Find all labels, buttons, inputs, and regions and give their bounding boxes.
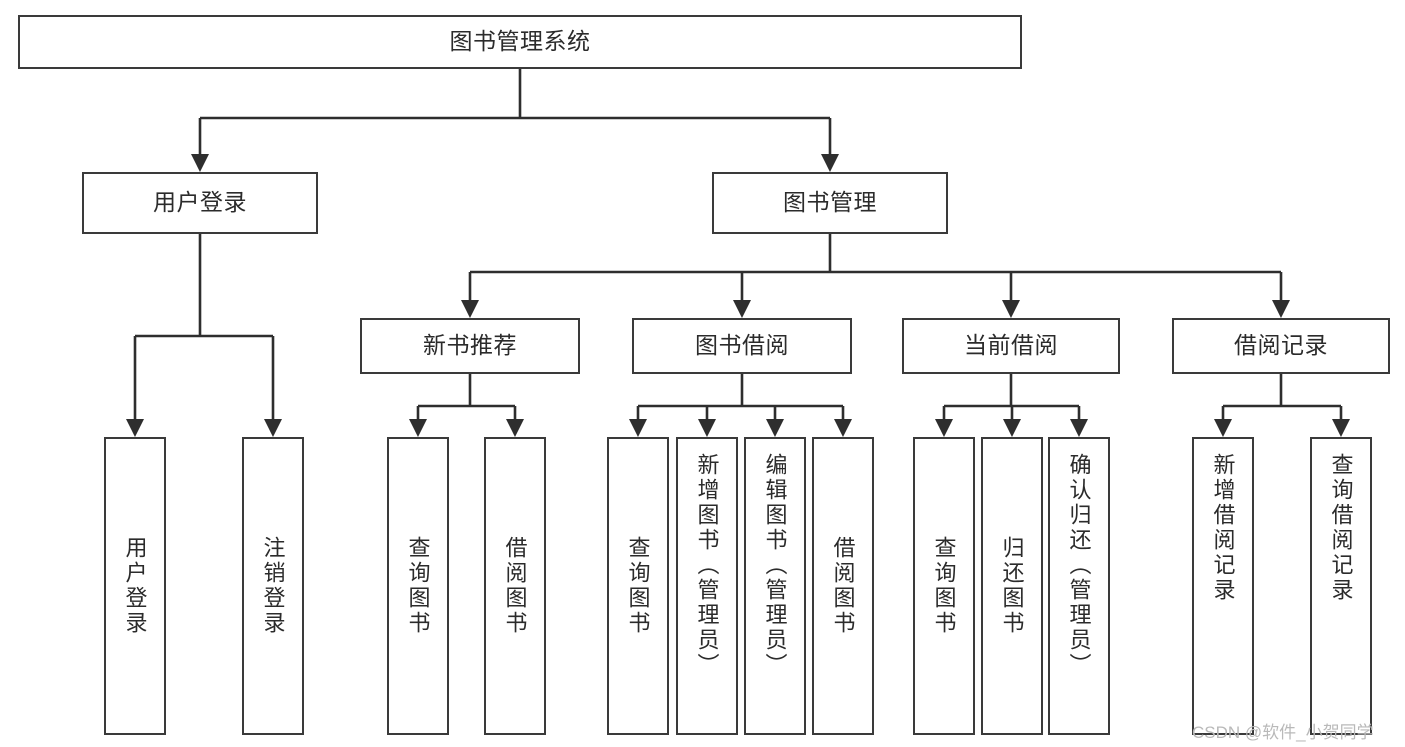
node-leaf-5[interactable]: 新增图书（管理员） [676, 437, 738, 735]
node-label: 图书管理系统 [449, 28, 591, 55]
node-leaf-7[interactable]: 借阅图书 [812, 437, 874, 735]
node-label: 新增图书（管理员） [694, 453, 720, 678]
node-label: 图书借阅 [695, 332, 789, 359]
node-leaf-4[interactable]: 查询图书 [607, 437, 669, 735]
node-label: 查询借阅记录 [1328, 453, 1354, 603]
node-leaf-12[interactable]: 查询借阅记录 [1310, 437, 1372, 735]
node-root-system[interactable]: 图书管理系统 [18, 15, 1022, 69]
node-label: 查询图书 [625, 536, 651, 636]
node-level2-1[interactable]: 图书管理 [712, 172, 948, 234]
node-label: 归还图书 [999, 536, 1025, 636]
node-leaf-10[interactable]: 确认归还（管理员） [1048, 437, 1110, 735]
node-level3-1[interactable]: 图书借阅 [632, 318, 852, 374]
node-label: 借阅图书 [830, 536, 856, 636]
node-leaf-0[interactable]: 用户登录 [104, 437, 166, 735]
node-label: 图书管理 [783, 189, 877, 216]
csdn-watermark: CSDN @软件_小贺同学 [1192, 723, 1374, 742]
node-level3-3[interactable]: 借阅记录 [1172, 318, 1390, 374]
node-label: 新增借阅记录 [1210, 453, 1236, 603]
node-label: 用户登录 [122, 536, 148, 636]
node-label: 确认归还（管理员） [1066, 453, 1092, 678]
node-level3-0[interactable]: 新书推荐 [360, 318, 580, 374]
node-label: 借阅图书 [502, 536, 528, 636]
node-label: 新书推荐 [423, 332, 517, 359]
node-leaf-6[interactable]: 编辑图书（管理员） [744, 437, 806, 735]
node-label: 查询图书 [931, 536, 957, 636]
node-level2-0[interactable]: 用户登录 [82, 172, 318, 234]
node-label: 当前借阅 [964, 332, 1058, 359]
node-leaf-9[interactable]: 归还图书 [981, 437, 1043, 735]
node-leaf-11[interactable]: 新增借阅记录 [1192, 437, 1254, 735]
node-label: 注销登录 [260, 536, 286, 636]
node-leaf-1[interactable]: 注销登录 [242, 437, 304, 735]
node-leaf-8[interactable]: 查询图书 [913, 437, 975, 735]
node-label: 借阅记录 [1234, 332, 1328, 359]
node-level3-2[interactable]: 当前借阅 [902, 318, 1120, 374]
node-label: 编辑图书（管理员） [762, 453, 788, 678]
node-leaf-2[interactable]: 查询图书 [387, 437, 449, 735]
node-label: 查询图书 [405, 536, 431, 636]
node-leaf-3[interactable]: 借阅图书 [484, 437, 546, 735]
node-label: 用户登录 [153, 189, 247, 216]
